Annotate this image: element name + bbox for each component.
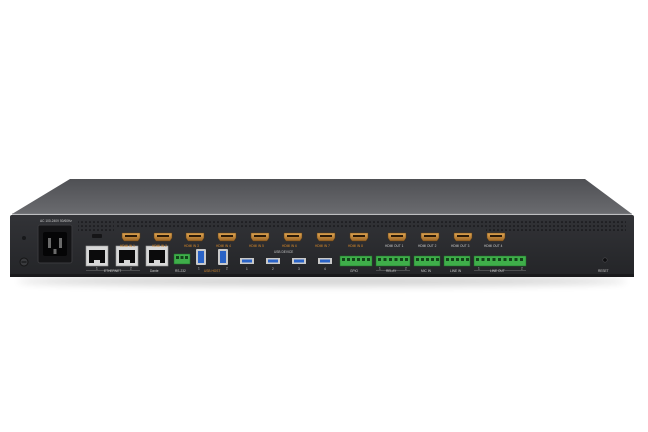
chassis-top xyxy=(12,179,632,214)
ethernet-port-2[interactable] xyxy=(115,245,139,267)
usb-device-label: USB DEVICE xyxy=(274,250,293,254)
hdmi-out-port-1[interactable] xyxy=(387,232,407,242)
mic-in-terminal[interactable] xyxy=(413,255,441,267)
hdmi-out-2-label: HDMI OUT 2 xyxy=(418,244,437,248)
usb-device-port-2[interactable] xyxy=(266,258,280,264)
relay-port-2-number: 2 xyxy=(405,267,407,271)
mic-in-label: MIC IN xyxy=(421,269,432,273)
ground-screw-icon xyxy=(19,257,29,267)
line-in-label: LINE IN xyxy=(450,269,462,273)
usb-device-port-3[interactable] xyxy=(292,258,306,264)
power-inlet[interactable] xyxy=(37,224,73,264)
hdmi-in-3-label: HDMI IN 3 xyxy=(184,244,199,248)
usb-host-port-1[interactable] xyxy=(196,249,206,265)
gpio-terminal[interactable] xyxy=(339,255,373,267)
reset-button[interactable] xyxy=(602,257,608,263)
hdmi-out-port-2[interactable] xyxy=(420,232,440,242)
hdmi-in-port-8[interactable] xyxy=(349,232,369,242)
line-out-port-2-number: 2 xyxy=(521,267,523,271)
line-out-port-1-number: 1 xyxy=(478,267,480,271)
hdmi-in-1-label: HDMI IN 1 xyxy=(120,244,135,248)
line-in-terminal[interactable] xyxy=(443,255,471,267)
usb-host-port-2-number: 2 xyxy=(226,267,228,271)
reset-label: RESET xyxy=(598,269,609,273)
ethernet-port-1[interactable] xyxy=(85,245,109,267)
rs232-terminal[interactable] xyxy=(173,253,191,265)
hdmi-in-port-1[interactable] xyxy=(121,232,141,242)
relay-terminal[interactable] xyxy=(375,255,411,267)
mounting-screw-icon xyxy=(22,236,26,240)
status-indicator xyxy=(92,234,102,238)
vent-right xyxy=(486,221,626,231)
hdmi-in-2-label: HDMI IN 2 xyxy=(152,244,167,248)
usb-host-port-1-number: 1 xyxy=(198,267,200,271)
usb-host-port-2[interactable] xyxy=(218,249,228,265)
hdmi-out-1-label: HDMI OUT 1 xyxy=(385,244,404,248)
hdmi-in-4-label: HDMI IN 4 xyxy=(216,244,231,248)
hdmi-out-port-3[interactable] xyxy=(453,232,473,242)
line-out-label: LINE OUT xyxy=(490,269,505,273)
usb-host-label: USB HOST xyxy=(204,269,220,273)
hdmi-in-7-label: HDMI IN 7 xyxy=(315,244,330,248)
relay-port-1-number: 1 xyxy=(379,267,381,271)
line-out-terminal[interactable] xyxy=(473,255,527,267)
usb-device-port-3-number: 3 xyxy=(298,267,300,271)
hdmi-in-port-4[interactable] xyxy=(217,232,237,242)
gpio-label: GPIO xyxy=(350,269,358,273)
hdmi-in-port-2[interactable] xyxy=(153,232,173,242)
usb-device-port-4-number: 4 xyxy=(324,267,326,271)
relay-label: RELAY xyxy=(386,269,397,273)
hdmi-in-5-label: HDMI IN 5 xyxy=(249,244,264,248)
power-rating-label: AC 100-240V 50/60Hz xyxy=(40,219,72,223)
vent-row xyxy=(116,221,486,229)
hdmi-in-port-6[interactable] xyxy=(283,232,303,242)
hdmi-in-port-3[interactable] xyxy=(185,232,205,242)
dante-label: Dante xyxy=(150,269,159,273)
usb-device-port-4[interactable] xyxy=(318,258,332,264)
floor-shadow xyxy=(17,276,627,286)
hdmi-out-4-label: HDMI OUT 4 xyxy=(484,244,503,248)
hdmi-out-3-label: HDMI OUT 3 xyxy=(451,244,470,248)
dante-port[interactable] xyxy=(145,245,169,267)
ethernet-port-2-number: 2 xyxy=(130,267,132,271)
rs232-label: RS-232 xyxy=(175,269,186,273)
ethernet-port-1-number: 1 xyxy=(96,267,98,271)
hdmi-in-port-5[interactable] xyxy=(250,232,270,242)
ethernet-label: ETHERNET xyxy=(104,269,121,273)
usb-device-port-1-number: 1 xyxy=(246,267,248,271)
hdmi-out-port-4[interactable] xyxy=(486,232,506,242)
hdmi-in-6-label: HDMI IN 6 xyxy=(282,244,297,248)
usb-device-port-2-number: 2 xyxy=(272,267,274,271)
vent-left xyxy=(78,221,114,231)
hdmi-in-port-7[interactable] xyxy=(316,232,336,242)
hdmi-in-8-label: HDMI IN 8 xyxy=(348,244,363,248)
usb-device-port-1[interactable] xyxy=(240,258,254,264)
